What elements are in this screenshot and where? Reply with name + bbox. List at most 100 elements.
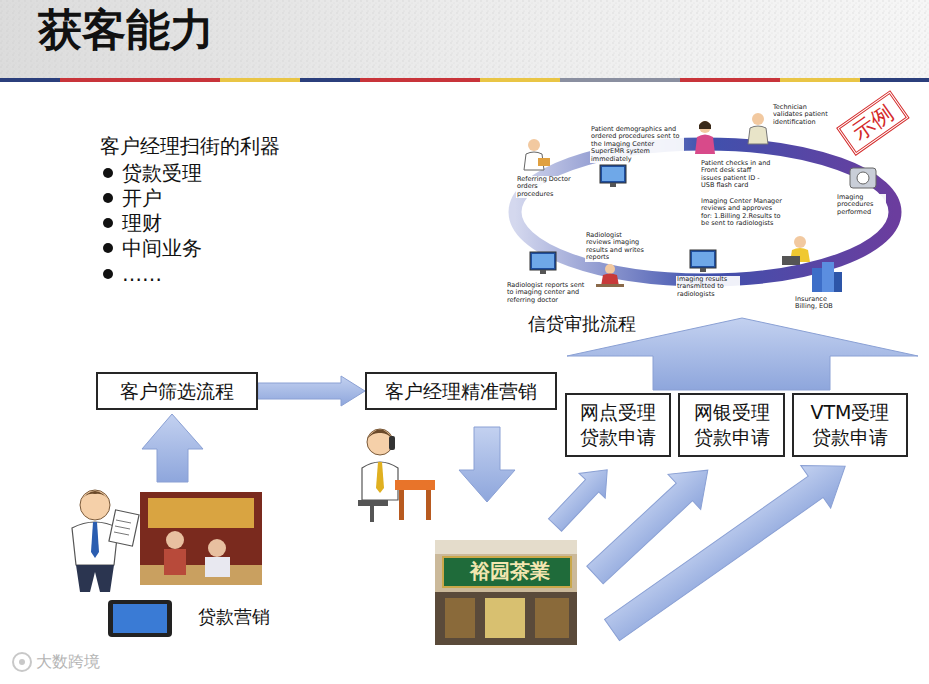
doctor-figure — [528, 139, 540, 151]
process-box: VTM受理 贷款申请 — [792, 393, 908, 457]
monitor-icon — [700, 268, 706, 272]
shop-photo — [443, 557, 571, 587]
monitor-icon — [690, 250, 716, 268]
manager-figure — [794, 236, 806, 248]
process-box: 客户筛选流程 — [96, 372, 258, 410]
slide-title: 获客能力 — [38, 4, 214, 57]
header-band — [680, 78, 780, 82]
header-band — [0, 0, 929, 82]
illustration-note: Imaging procedures performed — [836, 194, 886, 216]
header-band — [0, 78, 60, 82]
shop-photo — [485, 598, 525, 638]
bullet-dots — [103, 168, 113, 178]
tablet-icon — [108, 600, 172, 637]
illustration-note: Radiologist reports sent to imaging cent… — [506, 282, 588, 304]
monitor-icon — [600, 165, 626, 187]
building-icon — [812, 262, 842, 292]
illustration-note: Imaging results transmitted to radiologi… — [676, 276, 740, 298]
shop-photo — [435, 540, 577, 645]
list-item: 理财 — [122, 211, 162, 235]
front-desk-figure — [695, 121, 715, 154]
technician-figure — [748, 113, 768, 144]
monitor-icon — [540, 270, 546, 274]
process-box: 客户经理精准营销 — [365, 372, 557, 410]
store-photo — [140, 492, 262, 585]
technician-figure — [748, 126, 768, 144]
box-text: VTM受理 贷款申请 — [800, 400, 900, 449]
doctor-figure — [524, 139, 550, 170]
header-band — [220, 78, 300, 82]
illustration-note: Insurance Billing, EOB — [794, 296, 848, 311]
monitor-icon — [530, 252, 556, 270]
list-heading: 客户经理扫街的利器 — [100, 134, 280, 158]
flow-caption: 信贷审批流程 — [528, 313, 636, 335]
watermark: 大数跨境 — [36, 652, 100, 671]
header-band — [0, 0, 929, 78]
list-item: 贷款受理 — [122, 161, 202, 185]
shop-photo — [535, 598, 569, 638]
list-item: 中间业务 — [122, 236, 202, 260]
front-desk-figure — [699, 121, 711, 129]
clipboard-man — [76, 565, 114, 592]
phone-man — [389, 436, 395, 450]
monitor-icon — [530, 252, 556, 274]
header-band — [360, 78, 480, 82]
store-photo — [164, 549, 186, 575]
block-arrows — [459, 427, 515, 502]
radiologist-figure — [596, 264, 624, 287]
illustration-note: Patient demographics and ordered procedu… — [590, 126, 684, 163]
clipboard-man — [80, 490, 110, 520]
shop-photo — [445, 598, 475, 638]
front-desk-figure — [699, 121, 711, 133]
radiologist-figure — [605, 264, 615, 274]
bullet-dots — [103, 269, 113, 279]
tablet-icon — [108, 600, 172, 637]
clipboard-man — [72, 490, 139, 592]
approval-illustration — [515, 113, 895, 292]
bullet-dots — [103, 193, 113, 203]
list-item: …… — [122, 262, 162, 286]
phone-man — [358, 500, 388, 506]
shop-photo — [435, 540, 577, 645]
phone-man — [399, 490, 404, 520]
imaging-machine — [857, 172, 869, 184]
monitor-icon — [610, 183, 616, 187]
watermark-logo — [13, 653, 31, 671]
phone-man — [376, 462, 384, 493]
imaging-machine — [850, 168, 876, 188]
box-text: 网点受理 贷款申请 — [573, 400, 663, 449]
phone-man — [395, 480, 435, 490]
stamp: 示例 — [836, 90, 910, 156]
block-arrows — [542, 457, 620, 537]
illustration-note: Radiologist reviews imaging results and … — [585, 232, 649, 262]
phone-man — [358, 429, 435, 522]
imaging-machine — [850, 168, 876, 188]
clipboard-man — [116, 520, 131, 523]
store-photo — [140, 565, 262, 585]
phone-man — [370, 506, 374, 522]
shop-sign: 裕园茶業 — [470, 559, 550, 583]
phone-man — [362, 462, 398, 500]
clipboard-man — [109, 510, 139, 546]
block-arrows — [142, 414, 203, 482]
header-band — [860, 78, 929, 82]
monitor-icon — [600, 165, 626, 183]
store-photo — [205, 557, 230, 577]
block-arrow — [258, 376, 365, 406]
header-band — [480, 78, 560, 82]
monitor-icon — [692, 252, 714, 266]
store-photo — [148, 498, 254, 528]
header-band — [780, 78, 860, 82]
header-band — [60, 78, 220, 82]
header-band — [560, 78, 680, 82]
tablet-icon — [113, 604, 167, 633]
doctor-figure — [538, 158, 550, 166]
block-arrows — [142, 318, 918, 651]
illustration-note: Technician validates patient identificat… — [772, 104, 832, 126]
header-band — [0, 0, 929, 78]
illustration-note: Patient checks in and Front desk staff i… — [700, 160, 774, 190]
radiologist-figure — [596, 284, 624, 287]
